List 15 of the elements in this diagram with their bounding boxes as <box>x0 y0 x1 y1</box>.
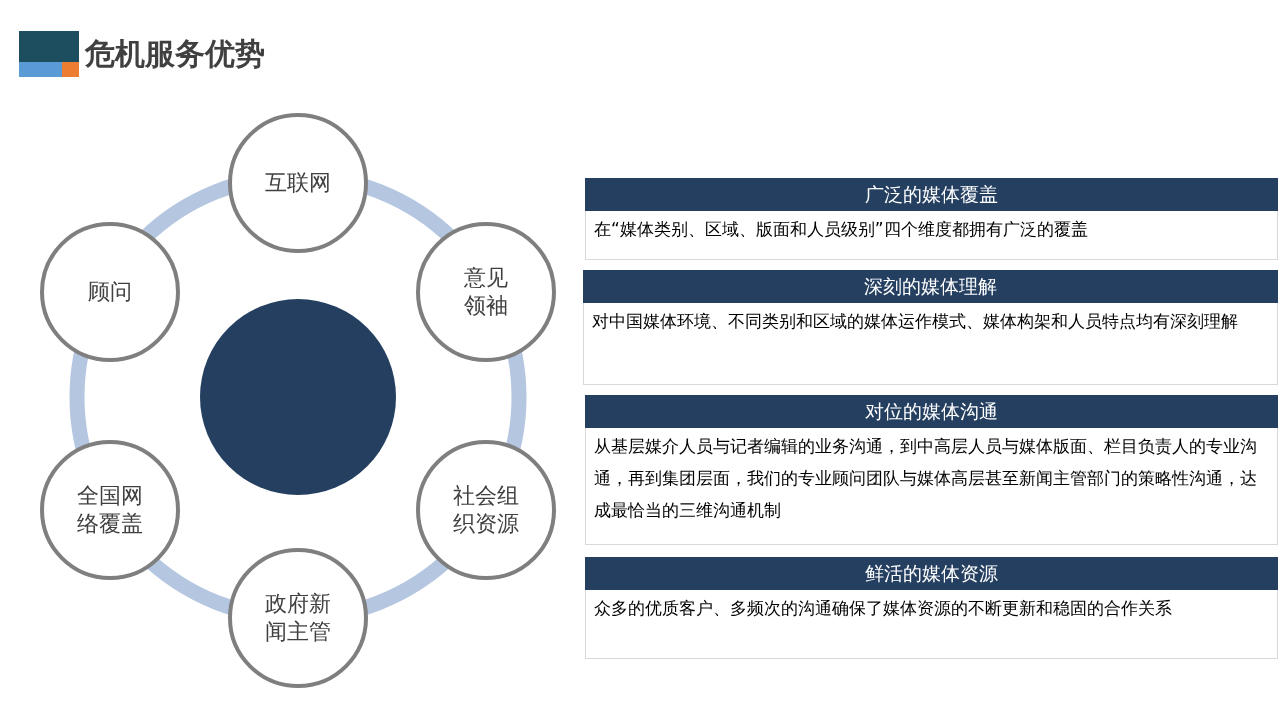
card-header: 对位的媒体沟通 <box>585 395 1278 428</box>
card-body: 在“媒体类别、区域、版面和人员级别”四个维度都拥有广泛的覆盖 <box>585 211 1278 260</box>
circle-node: 社会组织资源 <box>416 440 556 580</box>
card-header: 深刻的媒体理解 <box>583 270 1278 303</box>
circle-node: 顾问 <box>40 222 180 362</box>
card-header: 鲜活的媒体资源 <box>585 557 1278 590</box>
card-body: 众多的优质客户、多频次的沟通确保了媒体资源的不断更新和稳固的合作关系 <box>585 590 1278 659</box>
circle-node: 政府新闻主管 <box>228 548 368 688</box>
page-title: 危机服务优势 <box>85 35 265 73</box>
card-body: 从基层媒介人员与记者编辑的业务沟通，到中高层人员与媒体版面、栏目负责人的专业沟通，再到集团层面，我们的专业顾问团队与媒体高层甚至新闻主管部门的策略性沟通，达成最恰当的三维沟通机制 <box>585 428 1278 545</box>
circle-node: 互联网 <box>228 113 368 253</box>
card-header: 广泛的媒体覆盖 <box>585 178 1278 211</box>
card-body: 对中国媒体环境、不同类别和区域的媒体运作模式、媒体构架和人员特点均有深刻理解 <box>583 303 1278 385</box>
circle-node: 意见领袖 <box>416 222 556 362</box>
circle-node: 全国网络覆盖 <box>40 440 180 580</box>
